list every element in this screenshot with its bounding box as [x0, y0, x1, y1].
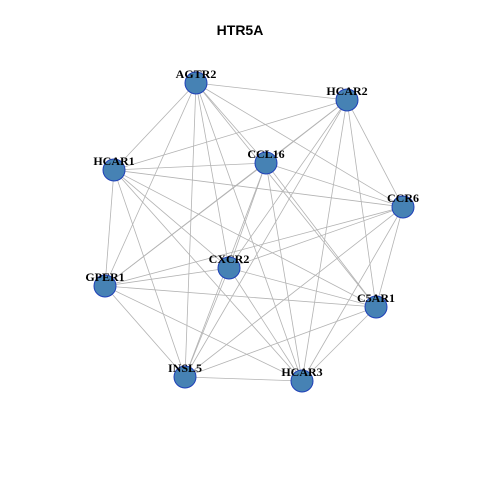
edge-agtr2-cxcr2 — [195, 82, 230, 269]
edge-ccr6-insl5 — [184, 206, 404, 378]
node-insl5[interactable]: INSL5 — [168, 361, 202, 389]
edge-ccl16-ccr6 — [265, 162, 404, 208]
edge-ccl16-cxcr2 — [228, 162, 267, 269]
edge-agtr2-c5ar1 — [195, 82, 377, 308]
edge-agtr2-hcar3 — [195, 82, 303, 382]
node-circle[interactable] — [102, 158, 126, 182]
edge-cxcr2-c5ar1 — [228, 267, 377, 308]
edge-hcar2-ccr6 — [346, 99, 404, 208]
edge-ccl16-c5ar1 — [265, 162, 377, 308]
edge-gper1-c5ar1 — [104, 285, 377, 308]
edge-agtr2-hcar1 — [113, 82, 197, 171]
node-label: CCL16 — [247, 147, 284, 161]
edge-hcar2-hcar1 — [113, 99, 348, 171]
node-hcar2[interactable]: HCAR2 — [326, 84, 368, 112]
edge-ccr6-c5ar1 — [375, 206, 404, 308]
edge-cxcr2-hcar3 — [228, 267, 303, 382]
node-circle[interactable] — [217, 256, 241, 280]
node-c5ar1[interactable]: C5AR1 — [357, 291, 395, 319]
node-label: C5AR1 — [357, 291, 395, 305]
edge-ccr6-cxcr2 — [228, 206, 404, 269]
node-label: CXCR2 — [209, 252, 250, 266]
node-ccr6[interactable]: CCR6 — [387, 191, 419, 219]
edge-ccr6-gper1 — [104, 206, 404, 287]
node-label: CCR6 — [387, 191, 419, 205]
edge-hcar1-c5ar1 — [113, 169, 377, 308]
edge-agtr2-hcar2 — [195, 82, 348, 101]
chart-title: HTR5A — [216, 22, 264, 38]
edge-agtr2-ccl16 — [195, 82, 267, 164]
node-label: HCAR2 — [326, 84, 367, 98]
edge-layer — [104, 82, 404, 382]
edge-hcar1-cxcr2 — [113, 169, 230, 269]
edge-ccr6-hcar3 — [301, 206, 404, 382]
node-circle[interactable] — [173, 365, 197, 389]
edge-hcar2-c5ar1 — [346, 99, 377, 308]
node-circle[interactable] — [93, 274, 117, 298]
edge-cxcr2-insl5 — [184, 267, 230, 378]
edge-ccl16-hcar3 — [265, 162, 303, 382]
edge-agtr2-insl5 — [184, 82, 197, 378]
edge-insl5-hcar3 — [184, 376, 303, 382]
edge-agtr2-ccr6 — [195, 82, 404, 208]
node-agtr2[interactable]: AGTR2 — [176, 67, 217, 95]
node-circle[interactable] — [254, 151, 278, 175]
edge-hcar1-gper1 — [104, 169, 115, 287]
node-circle[interactable] — [290, 369, 314, 393]
node-circle[interactable] — [391, 195, 415, 219]
node-hcar1[interactable]: HCAR1 — [93, 154, 135, 182]
node-circle[interactable] — [364, 295, 388, 319]
edge-agtr2-gper1 — [104, 82, 197, 287]
edge-cxcr2-gper1 — [104, 267, 230, 287]
node-label: HCAR3 — [281, 365, 322, 379]
node-gper1[interactable]: GPER1 — [85, 270, 125, 298]
node-label: HCAR1 — [93, 154, 134, 168]
edge-hcar2-hcar3 — [301, 99, 348, 382]
edge-hcar2-cxcr2 — [228, 99, 348, 269]
edge-hcar1-ccr6 — [113, 169, 404, 208]
edge-c5ar1-hcar3 — [301, 306, 377, 382]
node-circle[interactable] — [335, 88, 359, 112]
node-label: INSL5 — [168, 361, 202, 375]
edge-hcar1-ccl16 — [113, 162, 267, 171]
edge-hcar2-insl5 — [184, 99, 348, 378]
edge-gper1-hcar3 — [104, 285, 303, 382]
node-label: AGTR2 — [176, 67, 217, 81]
edge-c5ar1-insl5 — [184, 306, 377, 378]
node-ccl16[interactable]: CCL16 — [247, 147, 285, 175]
node-label: GPER1 — [85, 270, 124, 284]
node-cxcr2[interactable]: CXCR2 — [209, 252, 250, 280]
edge-hcar1-insl5 — [113, 169, 186, 378]
edge-ccl16-gper1 — [104, 162, 267, 287]
node-hcar3[interactable]: HCAR3 — [281, 365, 323, 393]
edge-hcar1-hcar3 — [113, 169, 303, 382]
edge-gper1-insl5 — [104, 285, 186, 378]
node-layer: AGTR2HCAR2CCL16HCAR1CCR6CXCR2GPER1C5AR1I… — [85, 67, 419, 393]
node-circle[interactable] — [184, 71, 208, 95]
